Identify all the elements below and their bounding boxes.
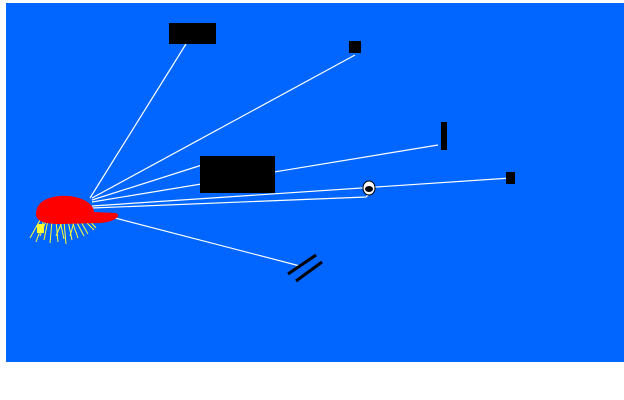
tentacle bbox=[49, 220, 53, 244]
top-block[interactable] bbox=[169, 23, 216, 44]
eye-target[interactable] bbox=[362, 180, 376, 196]
tentacle bbox=[29, 219, 41, 239]
play-area-background bbox=[6, 3, 624, 362]
tentacle bbox=[55, 221, 63, 237]
diagonal-stick[interactable] bbox=[287, 253, 323, 283]
string-to-diagonal-stick bbox=[91, 211, 301, 267]
creature-yellow-mark bbox=[37, 224, 44, 233]
creature[interactable] bbox=[29, 195, 119, 245]
tentacle bbox=[43, 219, 49, 241]
tentacle bbox=[63, 220, 67, 245]
vertical-bar[interactable] bbox=[441, 122, 447, 150]
small-top-right-block[interactable] bbox=[349, 41, 361, 53]
tentacle bbox=[55, 220, 59, 243]
string-to-small-top-right-block bbox=[91, 54, 356, 199]
string-to-top-block bbox=[89, 43, 187, 199]
creature-body bbox=[36, 195, 119, 224]
string-to-center-block bbox=[91, 164, 203, 201]
tentacle bbox=[67, 220, 73, 241]
center-block[interactable] bbox=[200, 156, 275, 193]
right-small-block[interactable] bbox=[506, 172, 515, 184]
tentacle bbox=[69, 221, 75, 237]
string-to-right-small-block bbox=[91, 177, 512, 207]
